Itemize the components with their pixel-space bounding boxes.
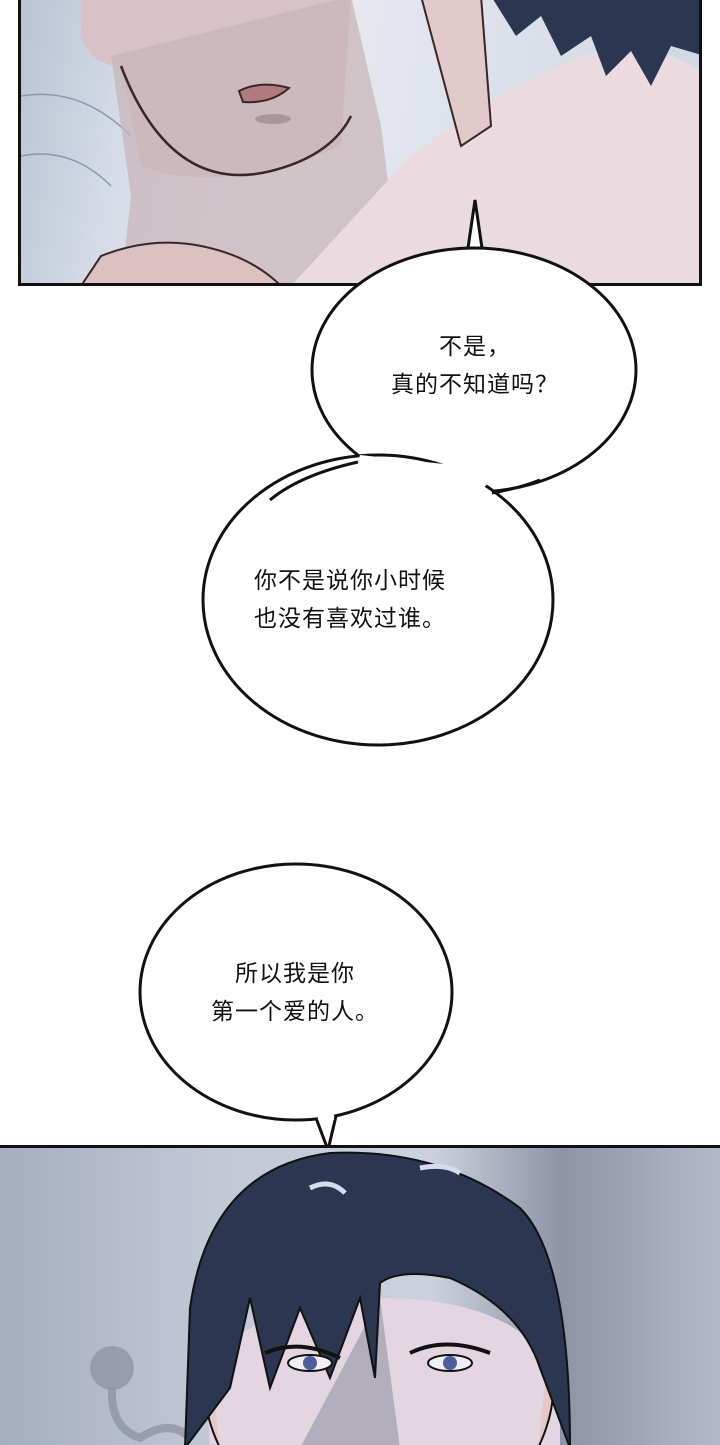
speech-bubble-2-text: 你不是说你小时候 也没有喜欢过谁。 [220, 562, 550, 638]
speech-bubble-1-text: 不是， 真的不知道吗？ [350, 328, 600, 404]
top-panel-art [21, 0, 699, 283]
bubble-1-line-2: 真的不知道吗？ [391, 372, 559, 398]
bubble-1-line-1: 不是， [439, 334, 511, 360]
bubble-2-line-1: 你不是说你小时候 [254, 568, 446, 594]
comic-panel-top [18, 0, 702, 286]
bubble-3-line-1: 所以我是你 [235, 961, 355, 987]
bubble-2-line-2: 也没有喜欢过谁。 [254, 606, 446, 632]
comic-panel-bottom [0, 1145, 720, 1445]
speech-bubble-2 [201, 453, 555, 747]
bubble-3-line-2: 第一个爱的人。 [211, 999, 379, 1025]
speech-bubble-3 [138, 862, 454, 1122]
bottom-panel-art [90, 1151, 571, 1445]
speech-bubble-3-text: 所以我是你 第一个爱的人。 [170, 955, 420, 1031]
